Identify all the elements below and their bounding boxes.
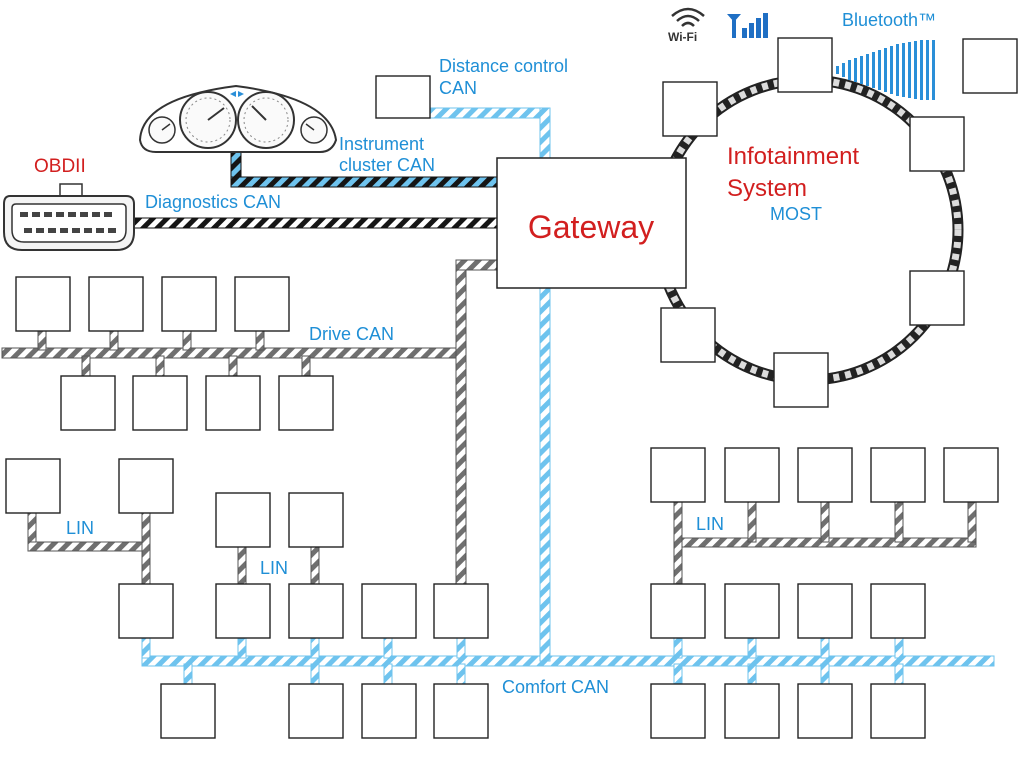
comfort-can-ecus-bottom	[160, 683, 926, 739]
drive-ecu	[88, 276, 144, 332]
diagnostics-can-bus	[131, 217, 500, 229]
lin-left-label: LIN	[66, 518, 94, 538]
gateway-drive-link-top	[455, 259, 499, 271]
drive-can-stubs	[37, 329, 311, 377]
distance-control-can-label-1: Distance control	[439, 56, 568, 76]
instrument-cluster-can-label-1: Instrument	[339, 134, 424, 154]
infotainment-ecus	[660, 37, 1018, 408]
instrument-cluster-icon	[138, 84, 338, 153]
lin-ecu	[724, 447, 780, 503]
lin-ecu	[870, 447, 926, 503]
lin-right-label: LIN	[696, 514, 724, 534]
lin-ecu	[288, 492, 344, 548]
comfort-can-ecus-top	[118, 583, 926, 639]
drive-ecu	[132, 375, 188, 431]
drive-ecu	[161, 276, 217, 332]
comfort-ecu	[215, 583, 271, 639]
comfort-ecu	[870, 683, 926, 739]
lin-ecu	[943, 447, 999, 503]
bluetooth-label: Bluetooth™	[842, 10, 936, 30]
distance-can-drop	[539, 107, 551, 159]
infotainment-ecu	[909, 270, 965, 326]
drive-can-ecus	[15, 276, 334, 431]
lin-ecu	[5, 458, 61, 514]
infotainment-label-2: System	[727, 175, 807, 202]
gateway-box	[496, 157, 687, 289]
drive-ecu	[205, 375, 261, 431]
distance-control-ecu	[375, 75, 431, 119]
drive-ecu	[234, 276, 290, 332]
comfort-can-stubs	[141, 637, 904, 687]
gateway-drive-link	[455, 259, 467, 586]
comfort-ecu	[118, 583, 174, 639]
lin-slave-ecus	[5, 447, 999, 548]
comfort-ecu	[724, 683, 780, 739]
infotainment-ecu	[909, 116, 965, 172]
wifi-label: Wi-Fi	[668, 30, 697, 44]
lin-ecu	[215, 492, 271, 548]
wifi-icon	[671, 7, 705, 27]
comfort-ecu	[288, 683, 344, 739]
comfort-ecu	[650, 683, 706, 739]
comfort-ecu	[433, 583, 489, 639]
gateway-label: Gateway	[528, 209, 654, 245]
cellular-signal-icon	[727, 13, 768, 38]
infotainment-ecu	[773, 352, 829, 408]
lin-ecu	[797, 447, 853, 503]
comfort-ecu	[797, 683, 853, 739]
comfort-can-bus	[141, 655, 995, 667]
infotainment-ecu	[662, 81, 718, 137]
comfort-ecu	[160, 683, 216, 739]
instrument-cluster-can-bus	[230, 176, 500, 188]
obd-label: OBDII	[34, 156, 86, 177]
infotainment-ecu	[660, 307, 716, 363]
drive-ecu	[15, 276, 71, 332]
comfort-ecu	[361, 583, 417, 639]
comfort-ecu	[797, 583, 853, 639]
bluetooth-signal-icon	[836, 40, 935, 100]
lin-ecu	[650, 447, 706, 503]
lin-center-label: LIN	[260, 558, 288, 578]
drive-can-label: Drive CAN	[309, 324, 394, 344]
bluetooth-device	[962, 38, 1018, 94]
obd-connector-icon	[3, 183, 135, 251]
comfort-ecu	[870, 583, 926, 639]
infotainment-label-1: Infotainment	[727, 143, 859, 170]
infotainment-ecu	[777, 37, 833, 93]
comfort-can-label: Comfort CAN	[502, 677, 609, 697]
comfort-ecu	[724, 583, 780, 639]
instrument-cluster-can-label-2: cluster CAN	[339, 155, 435, 175]
comfort-ecu	[650, 583, 706, 639]
most-label: MOST	[770, 204, 822, 224]
comfort-ecu	[361, 683, 417, 739]
gateway-comfort-link	[539, 285, 551, 662]
distance-control-can-label-2: CAN	[439, 78, 477, 98]
lin-ecu	[118, 458, 174, 514]
diagnostics-can-label: Diagnostics CAN	[145, 192, 281, 212]
comfort-ecu	[288, 583, 344, 639]
drive-ecu	[60, 375, 116, 431]
comfort-ecu	[433, 683, 489, 739]
drive-ecu	[278, 375, 334, 431]
